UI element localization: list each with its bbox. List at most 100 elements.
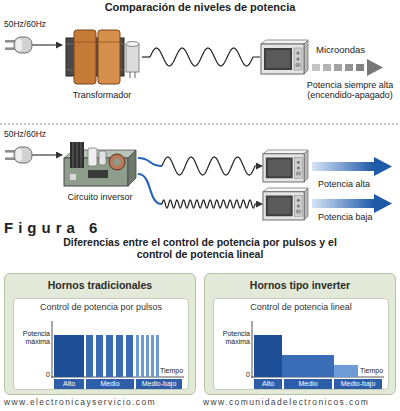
node-text: 50Hz/60Hz bbox=[2, 20, 48, 30]
illustration-part bbox=[296, 63, 301, 67]
illustration-part bbox=[96, 335, 103, 377]
signal-lead bbox=[138, 174, 162, 204]
node-text: Microondas bbox=[316, 45, 400, 56]
illustration-part bbox=[114, 159, 121, 166]
illustration-part bbox=[297, 166, 300, 169]
connector bbox=[48, 45, 62, 46]
illustration-part bbox=[261, 44, 304, 74]
figure-number: Figura 6 bbox=[4, 219, 154, 236]
sine-wave bbox=[162, 157, 262, 175]
chart-box: AltoMedioMedio-bajoControl de potencia p… bbox=[13, 298, 189, 390]
illustration-part bbox=[266, 196, 293, 217]
power-note: Potencia siempre alta (encendido-apagado… bbox=[300, 80, 400, 101]
node-text: Control de potencia lineal bbox=[214, 302, 388, 312]
illustration-part bbox=[294, 48, 302, 70]
node-text: Circuito inversor bbox=[52, 192, 148, 202]
illustration-part bbox=[141, 335, 144, 377]
illustration-part bbox=[374, 157, 392, 176]
signal-lead bbox=[142, 56, 150, 57]
illustration-part bbox=[312, 162, 374, 171]
oven-panel: AltoMedioMedio-bajoControl de potencia l… bbox=[204, 273, 396, 395]
dashed-power-arrow bbox=[312, 59, 383, 76]
high-power-arrow bbox=[312, 157, 392, 176]
illustration-part bbox=[263, 154, 304, 182]
illustration-part bbox=[14, 37, 32, 53]
illustration-part bbox=[312, 64, 320, 71]
node-text: Control de potencia por pulsos bbox=[14, 302, 188, 312]
illustration-part bbox=[16, 149, 22, 161]
illustration-part bbox=[263, 150, 308, 154]
watermark: www.comunidadelectronicos.com bbox=[203, 398, 400, 408]
illustration-part bbox=[297, 199, 300, 202]
illustration-part bbox=[126, 44, 139, 72]
microwave-oven-shape bbox=[262, 188, 308, 220]
illustration-part bbox=[109, 154, 125, 170]
illustration-part bbox=[296, 172, 301, 176]
illustration-part bbox=[264, 48, 292, 70]
connector bbox=[138, 157, 262, 175]
illustration-part bbox=[146, 335, 149, 377]
section-separator bbox=[0, 124, 400, 125]
axis-label: Potencia máxima bbox=[15, 330, 50, 346]
illustration-part bbox=[297, 161, 300, 164]
illustration-part bbox=[86, 335, 93, 377]
node-text: Alto bbox=[254, 379, 282, 389]
power-plug-shape bbox=[2, 143, 48, 169]
power-plug: 50Hz/60Hz bbox=[2, 20, 48, 60]
illustration-part bbox=[266, 158, 293, 179]
illustration-part bbox=[304, 40, 308, 74]
illustration-part bbox=[304, 188, 308, 220]
illustration-part bbox=[296, 51, 299, 54]
microwave-oven: Potencia alta bbox=[262, 150, 308, 182]
watermark: www.electronicayservicio.com bbox=[4, 398, 200, 408]
node-text: Potencia baja bbox=[318, 212, 400, 222]
illustration-part bbox=[263, 192, 304, 220]
illustration-part bbox=[334, 64, 342, 71]
sine-wave bbox=[150, 48, 260, 66]
illustration-part bbox=[282, 355, 334, 377]
power-plug: 50Hz/60Hz bbox=[2, 130, 48, 170]
node-text: Hornos tipo inverter bbox=[205, 279, 395, 291]
illustration-part bbox=[261, 40, 308, 44]
illustration-part bbox=[252, 321, 253, 378]
oven-panel: AltoMedioMedio-bajoControl de potencia p… bbox=[4, 273, 196, 395]
illustration-part bbox=[74, 30, 96, 84]
illustration-part bbox=[135, 72, 136, 78]
power-plug-shape bbox=[2, 33, 48, 59]
node-text: 50Hz/60Hz bbox=[2, 130, 48, 140]
illustration-part bbox=[296, 57, 299, 60]
illustration-part bbox=[74, 42, 96, 43]
illustration-part bbox=[81, 142, 82, 168]
illustration-part bbox=[116, 335, 123, 377]
inverter-circuit: Circuito inversor bbox=[62, 138, 138, 204]
node-text: Medio bbox=[284, 379, 332, 389]
inverter-circuit-shape bbox=[62, 138, 138, 190]
time-band: Medio-bajo bbox=[136, 379, 182, 389]
power-cord bbox=[48, 44, 62, 46]
sine-wave bbox=[162, 200, 262, 208]
illustration-part bbox=[88, 148, 97, 166]
illustration-part bbox=[263, 188, 308, 192]
illustration-part bbox=[73, 142, 74, 168]
microwave-oven: Potencia baja bbox=[262, 188, 308, 220]
illustration-part bbox=[99, 151, 106, 165]
node-text: Potencia alta bbox=[318, 179, 400, 189]
illustration-part bbox=[98, 42, 120, 43]
transformer-shape bbox=[62, 22, 142, 88]
power-cord bbox=[48, 154, 62, 156]
illustration-part bbox=[268, 197, 291, 214]
microwave-oven-shape bbox=[260, 40, 308, 74]
illustration-part bbox=[374, 194, 392, 213]
illustration-part bbox=[54, 335, 84, 377]
time-band: Medio bbox=[284, 379, 332, 389]
illustration-part bbox=[14, 147, 32, 163]
diagram-title: Comparación de niveles de potencia bbox=[0, 1, 400, 14]
time-band: Medio bbox=[86, 379, 134, 389]
illustration-part bbox=[106, 335, 113, 377]
illustration-part bbox=[295, 158, 303, 179]
illustration-part bbox=[323, 64, 331, 71]
axis-label: 0 bbox=[242, 371, 250, 379]
axis-label: Tiempo bbox=[360, 367, 388, 375]
microwave-oven-shape bbox=[262, 150, 308, 182]
illustration-part bbox=[367, 59, 383, 76]
